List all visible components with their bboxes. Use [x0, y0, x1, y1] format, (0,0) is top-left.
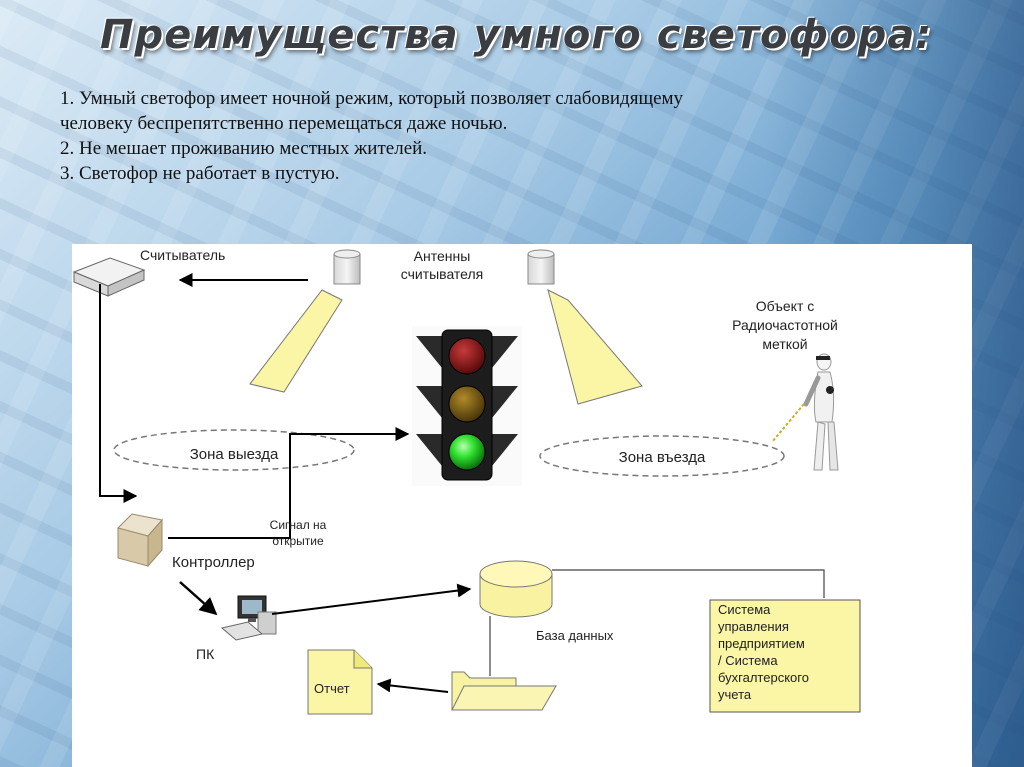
entry-zone-label: Зона въезда: [619, 449, 706, 466]
slide-title: Преимущества умного светофора:: [100, 12, 933, 58]
erp-line-5: бухгалтерского: [718, 670, 809, 685]
reader-device-icon: [72, 257, 146, 297]
signal-label-1: Сигнал на: [270, 518, 327, 532]
controller-icon: [117, 513, 163, 568]
reader-label: Считыватель: [140, 247, 225, 263]
folder-icon: [451, 671, 557, 711]
object-label-2: Радиочастотной: [732, 317, 838, 333]
erp-line-1: Система: [718, 602, 771, 617]
controller-label: Контроллер: [172, 554, 255, 571]
erp-line-3: предприятием: [718, 636, 805, 651]
antennas-label-1: Антенны: [414, 248, 471, 264]
entry-zone-ellipse: [539, 435, 785, 477]
advantage-line-1: 1. Умный светофор имеет ночной режим, ко…: [60, 88, 684, 109]
report-label: Отчет: [314, 681, 350, 696]
database-label: База данных: [536, 628, 614, 643]
blind-person-icon: [771, 353, 839, 471]
exit-zone-label: Зона выезда: [190, 446, 279, 463]
antenna-beam-right: [547, 289, 643, 405]
advantage-line-3: 2. Не мешает проживанию местных жителей.: [60, 138, 428, 159]
antenna-left-icon: [333, 249, 361, 285]
advantage-line-2: человеку беспрепятственно перемещаться д…: [60, 113, 508, 134]
antennas-label-2: считывателя: [401, 266, 484, 282]
green-light: [448, 433, 486, 471]
erp-line-4: / Система: [718, 653, 778, 668]
signal-label-2: открытие: [272, 534, 324, 548]
smart-traffic-light-diagram: Считыватель Антенны считывателя: [72, 244, 972, 767]
antenna-right-icon: [527, 249, 555, 285]
advantages-list: 1. Умный светофор имеет ночной режим, ко…: [60, 86, 960, 186]
erp-system-box: [709, 599, 861, 713]
pc-icon: [220, 595, 277, 641]
report-document-icon: [307, 649, 373, 715]
traffic-light-icon: [412, 326, 522, 486]
amber-light: [448, 385, 486, 423]
arrow-controller-to-light: [168, 427, 410, 539]
erp-line-6: учета: [718, 687, 752, 702]
red-light: [448, 337, 486, 375]
antenna-beam-left: [249, 289, 343, 393]
database-icon: [479, 560, 553, 618]
arrow-reader-to-controller: [99, 284, 138, 503]
arrow-folder-to-report: [376, 678, 449, 693]
arrow-pc-to-database: [271, 583, 472, 615]
advantage-line-4: 3. Светофор не работает в пустую.: [60, 163, 340, 184]
arrow-controller-to-pc: [179, 581, 218, 616]
diagram-canvas: Считыватель Антенны считывателя: [72, 247, 861, 715]
pc-label: ПК: [196, 646, 215, 662]
exit-zone-ellipse: [113, 429, 355, 471]
object-label-3: меткой: [762, 336, 807, 352]
erp-line-2: управления: [718, 619, 789, 634]
erp-system-label: Система управления предприятием / Систем…: [718, 602, 813, 702]
link-database-to-erp: [552, 569, 825, 598]
object-label-1: Объект с: [756, 298, 815, 314]
